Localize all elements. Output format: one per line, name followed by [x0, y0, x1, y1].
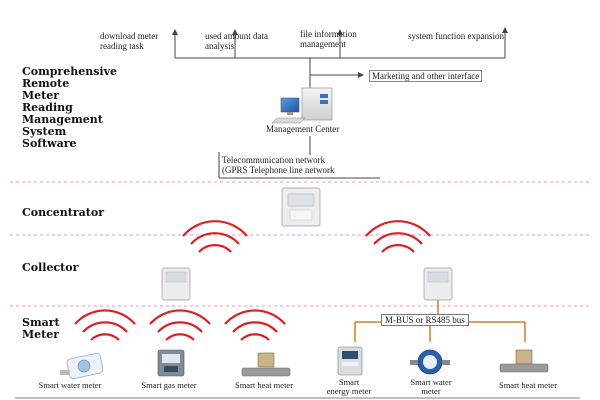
marketing-interface-label: Marketing and other interface	[369, 70, 483, 82]
device-icon-energy	[337, 346, 363, 376]
software-label-line: Software	[22, 137, 77, 150]
device-label-heat-1: Smart heat meter	[216, 381, 312, 390]
software-label-line: System	[22, 125, 67, 138]
network-label: Telecommunication network (GPRS Telephon…	[222, 155, 334, 175]
function-line: analysis	[205, 41, 234, 51]
network-label-line: (GPRS Telephone line network	[222, 165, 335, 175]
function-line: file information	[300, 29, 357, 39]
device-label-line: Smart water meter	[38, 380, 102, 390]
device-label-gas: Smart gas meter	[124, 381, 214, 390]
device-label-line: meter	[421, 386, 441, 396]
smart-meter-label-line: Smart	[22, 316, 60, 329]
device-label-line: energy meter	[326, 386, 372, 396]
device-icon-water-2	[410, 349, 450, 375]
device-label-water-1: Smart water meter	[22, 381, 118, 390]
layer-dividers	[10, 181, 590, 399]
management-center-icon	[271, 87, 333, 124]
device-label-heat-2: Smart heat meter	[478, 381, 578, 390]
device-icon-water-1	[60, 353, 104, 379]
device-icon-heat-2	[499, 349, 549, 373]
device-label-line: Smart heat meter	[234, 380, 294, 390]
software-layer-label: Comprehensive Remote Meter Reading Manag…	[22, 66, 117, 150]
collector-right-icon	[423, 267, 453, 301]
software-label-line: Comprehensive	[22, 65, 117, 78]
management-center-label: Management Center	[266, 124, 340, 134]
device-label-energy: Smart energy meter	[314, 378, 384, 396]
device-label-line: Smart water	[410, 377, 452, 387]
software-label-line: Meter	[22, 89, 60, 102]
collector-layer-label: Collector	[22, 261, 79, 274]
software-label-line: Remote	[22, 77, 70, 90]
device-icon-gas	[157, 349, 185, 377]
function-download-meter-reading-task: download meter reading task	[100, 31, 158, 51]
device-label-line: Smart gas meter	[141, 380, 197, 390]
function-line: management	[300, 39, 346, 49]
function-line: reading task	[100, 41, 144, 51]
smart-meter-label-line: Meter	[22, 328, 60, 341]
function-connectors	[172, 27, 508, 96]
device-icon-heat-1	[241, 352, 291, 377]
function-line: used amount data	[205, 31, 268, 41]
function-line: download meter	[100, 31, 159, 41]
radio-waves	[74, 220, 431, 341]
collector-left-icon	[161, 267, 191, 301]
software-label-line: Management	[22, 113, 103, 126]
function-system-function-expansion: system function expansion	[408, 31, 504, 41]
device-label-water-2: Smart water meter	[398, 378, 464, 396]
device-label-line: Smart	[338, 377, 360, 387]
software-label-line: Reading	[22, 101, 73, 114]
network-label-line: Telecommunication network	[222, 155, 326, 165]
function-used-amount-data-analysis: used amount data analysis	[205, 31, 268, 51]
smart-meter-layer-label: Smart Meter	[22, 317, 60, 341]
concentrator-icon	[281, 187, 321, 227]
bus-label: M-BUS or RS485 bus	[381, 314, 469, 326]
concentrator-layer-label: Concentrator	[22, 206, 105, 219]
function-file-information-management: file information management	[300, 29, 357, 49]
function-line: system function expansion	[408, 31, 504, 41]
device-label-line: Smart heat meter	[498, 380, 558, 390]
